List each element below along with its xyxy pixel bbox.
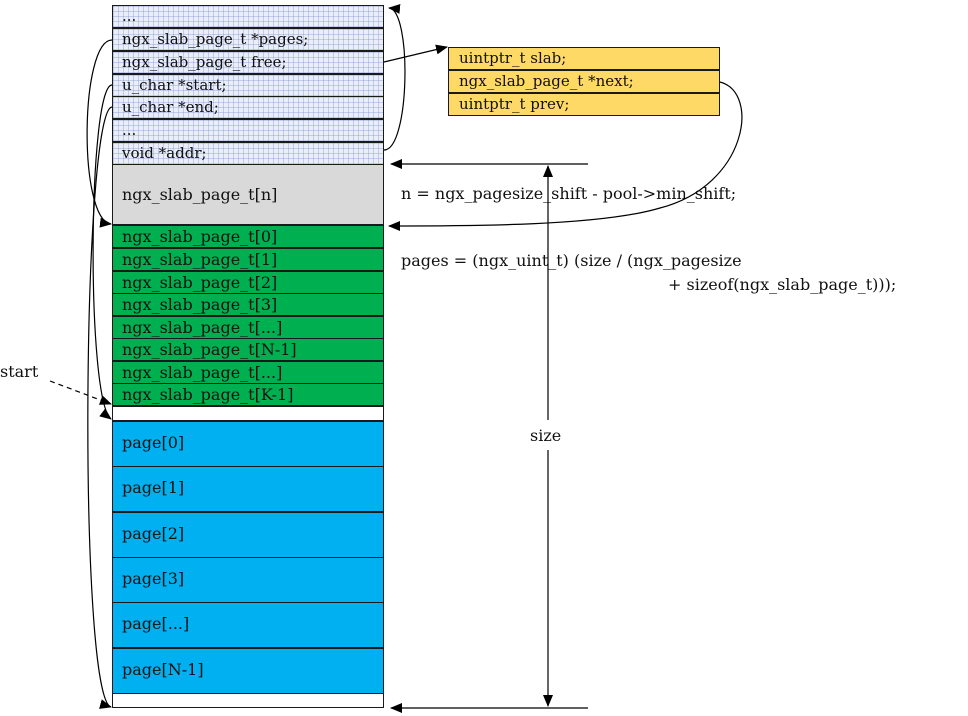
alignment-gap (112, 406, 384, 421)
formula-n: n = ngx_pagesize_shift - pool->min_shift… (401, 184, 737, 203)
struct-field-prev: uintptr_t prev; (448, 93, 720, 116)
next-to-slots-arrow (388, 81, 743, 231)
pool-field-ellipsis-top: ... (112, 5, 384, 28)
formula-pages-line1: pages = (ngx_uint_t) (size / (ngx_pagesi… (401, 251, 742, 270)
page-0: page[0] (112, 421, 384, 467)
page-descriptor-0: ngx_slab_page_t[0] (112, 225, 384, 248)
end-to-bottom-arrow (87, 106, 113, 709)
page-descriptor-ellipsis-1: ngx_slab_page_t[...] (112, 316, 384, 339)
pages-to-descriptors-arrow (86, 39, 113, 228)
struct-field-slab: uintptr_t slab; (448, 47, 720, 70)
start-label-dashed-arrow (49, 380, 112, 405)
pool-field-ellipsis-mid: ... (112, 119, 384, 142)
struct-field-next: ngx_slab_page_t *next; (448, 70, 720, 93)
addr-to-pool-arrow (383, 4, 406, 151)
free-to-struct-arrow (383, 44, 448, 63)
page-1: page[1] (112, 466, 384, 512)
pool-field-pages: ngx_slab_page_t *pages; (112, 28, 384, 51)
page-ellipsis: page[...] (112, 602, 384, 648)
formula-pages-line2: + sizeof(ngx_slab_page_t))); (668, 275, 897, 294)
start-to-page-arrow (92, 84, 113, 420)
page-descriptor-2: ngx_slab_page_t[2] (112, 271, 384, 294)
page-n-1: page[N-1] (112, 648, 384, 694)
page-descriptor-3: ngx_slab_page_t[3] (112, 293, 384, 316)
tail-gap (112, 693, 384, 708)
size-label: size (530, 426, 562, 445)
pool-field-end: u_char *end; (112, 96, 384, 119)
page-descriptor-k-1: ngx_slab_page_t[K-1] (112, 383, 384, 406)
page-descriptor-ellipsis-2: ngx_slab_page_t[...] (112, 361, 384, 384)
page-descriptor-n-1: ngx_slab_page_t[N-1] (112, 338, 384, 361)
slot-array: ngx_slab_page_t[n] (112, 164, 384, 225)
page-descriptor-1: ngx_slab_page_t[1] (112, 248, 384, 271)
start-label: start (0, 362, 39, 381)
pool-field-free: ngx_slab_page_t free; (112, 51, 384, 74)
pool-field-addr: void *addr; (112, 142, 384, 165)
page-2: page[2] (112, 512, 384, 558)
